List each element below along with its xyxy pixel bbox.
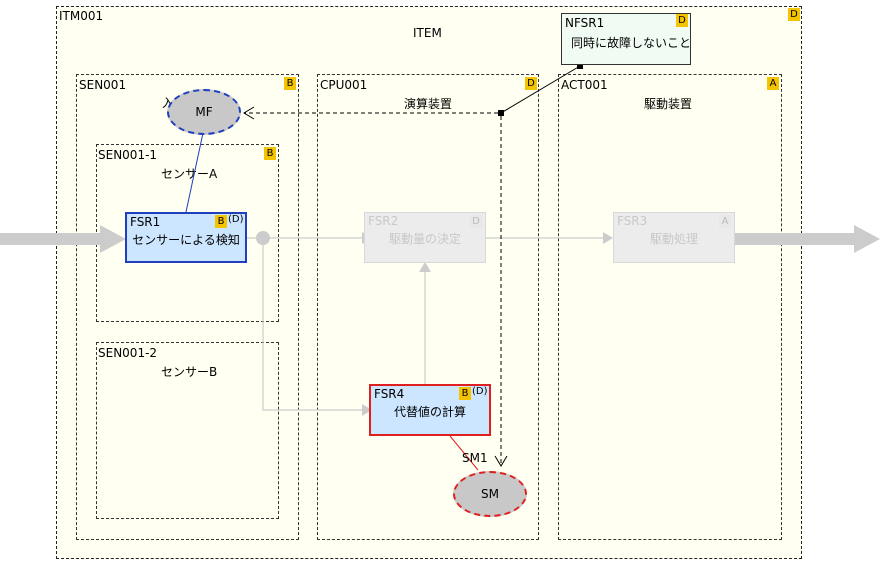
mf-node[interactable]: MF bbox=[167, 89, 241, 135]
fsr4-id: FSR4 bbox=[374, 387, 405, 401]
fsr2-asil-badge: D bbox=[470, 215, 482, 228]
input-flow-arrow bbox=[0, 225, 126, 253]
item-name: ITEM bbox=[413, 26, 442, 40]
sm-node[interactable]: SM bbox=[453, 471, 527, 517]
fsr1-id: FSR1 bbox=[130, 215, 161, 229]
fsr2-id: FSR2 bbox=[368, 214, 399, 228]
nfsr-box[interactable] bbox=[561, 13, 691, 65]
fsr2-box[interactable]: FSR2 駆動量の決定 bbox=[364, 212, 486, 263]
sm-link-label: SM1 bbox=[462, 451, 488, 465]
cpu-id: CPU001 bbox=[320, 78, 368, 92]
fsr3-name: 駆動処理 bbox=[649, 232, 698, 246]
sen001-2-container[interactable] bbox=[96, 342, 279, 519]
sen001-id: SEN001 bbox=[79, 78, 127, 92]
fsr1-asil-decomp: (D) bbox=[228, 214, 244, 225]
act-asil-badge: A bbox=[767, 77, 779, 90]
nfsr-asil-badge: D bbox=[676, 14, 688, 27]
sen001-1-id: SEN001-1 bbox=[98, 148, 158, 162]
fsr4-asil-badge: B bbox=[459, 387, 471, 400]
fsr1-name: センサーによる検知 bbox=[132, 233, 240, 247]
fsr1-asil-badge: B bbox=[215, 215, 227, 228]
act-id: ACT001 bbox=[561, 78, 608, 92]
act-name: 駆動装置 bbox=[644, 97, 693, 111]
fsr4-asil-decomp: (D) bbox=[472, 386, 488, 397]
cpu-asil-badge: D bbox=[525, 77, 537, 90]
sen001-asil-badge: B bbox=[284, 77, 296, 90]
fsr2-name: 駆動量の決定 bbox=[388, 232, 461, 246]
sen001-1-name: センサーA bbox=[161, 167, 218, 181]
sen001-2-name: センサーB bbox=[161, 365, 218, 379]
sen001-container[interactable] bbox=[76, 74, 299, 540]
fsr3-box[interactable]: FSR3 駆動処理 bbox=[613, 212, 735, 263]
act-container[interactable] bbox=[558, 74, 782, 540]
item-asil-badge: D bbox=[788, 8, 800, 21]
item-id: ITM001 bbox=[59, 9, 104, 23]
sen001-1-asil-badge: B bbox=[264, 147, 276, 160]
fsr4-name: 代替値の計算 bbox=[393, 405, 466, 419]
cpu-name: 演算装置 bbox=[404, 97, 453, 111]
cpu-container[interactable] bbox=[317, 74, 539, 540]
fsr3-id: FSR3 bbox=[617, 214, 648, 228]
nfsr-id: NFSR1 bbox=[565, 16, 605, 30]
nfsr-name: 同時に故障しないこと bbox=[571, 36, 692, 50]
fsr3-asil-badge: A bbox=[719, 215, 731, 228]
output-flow-arrow bbox=[734, 225, 880, 253]
sen001-2-id: SEN001-2 bbox=[98, 346, 158, 360]
